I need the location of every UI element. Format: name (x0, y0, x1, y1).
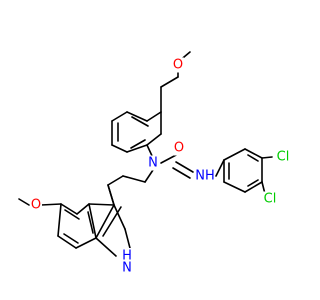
bond-43 (57, 235, 77, 249)
bond-19 (175, 161, 194, 173)
bond-32 (144, 169, 154, 183)
bond-48 (63, 233, 79, 244)
bond-34 (107, 175, 124, 186)
bond-5 (126, 111, 148, 122)
bond-52 (95, 204, 115, 239)
atom-nh-amide: NH (195, 168, 215, 184)
bond-14 (130, 139, 146, 149)
atom-cl-1: Cl (273, 149, 293, 165)
atom-label-cl-1: Cl (277, 150, 290, 165)
bond-2 (160, 76, 179, 88)
bond-6 (111, 111, 128, 122)
atom-label-cl-2: Cl (264, 192, 277, 207)
bond-49 (87, 211, 94, 234)
atom-label-n-amine: N (148, 156, 158, 171)
bond-21 (223, 148, 246, 161)
atom-cl-2: Cl (260, 191, 280, 207)
bond-41 (40, 203, 62, 206)
atom-nh-indole: HN (121, 248, 133, 276)
bond-47 (64, 209, 80, 220)
atom-label-nh-indole-1: N (122, 261, 132, 276)
atom-label-nh-indole-0: H (122, 249, 132, 264)
atom-o-top: O (172, 57, 184, 73)
bond-33 (122, 175, 146, 183)
bond-51 (107, 184, 115, 206)
bond-4 (146, 111, 162, 122)
bond-39 (76, 203, 90, 215)
atom-o-left: O (30, 197, 42, 213)
bond-46 (88, 203, 97, 239)
atom-label-o-amide: O (174, 141, 184, 156)
bond-18 (172, 167, 191, 179)
bond-38 (88, 203, 115, 206)
bond-53 (102, 206, 122, 237)
atom-label-nh-amide: NH (195, 169, 215, 184)
bond-40 (60, 203, 78, 215)
bond-30 (247, 179, 259, 187)
bond-13 (131, 116, 149, 127)
atom-n-amine: N (147, 155, 159, 171)
bond-50 (18, 198, 30, 206)
bond-29 (247, 154, 259, 162)
atom-label-o-top: O (173, 58, 183, 73)
bond-20 (215, 159, 225, 177)
bond-10 (146, 133, 162, 146)
bond-23 (261, 156, 273, 159)
atom-o-amide: O (173, 140, 185, 156)
bond-9 (126, 144, 148, 153)
bond-42 (57, 203, 62, 237)
bond-22 (244, 148, 263, 159)
bond-8 (111, 144, 128, 153)
bond-26 (223, 181, 246, 193)
atom-label-o-left: O (31, 198, 41, 213)
bond-25 (244, 181, 263, 193)
bond-36 (113, 204, 126, 230)
bond-44 (75, 237, 97, 249)
bonds-layer (18, 51, 273, 257)
bond-45 (95, 237, 117, 257)
